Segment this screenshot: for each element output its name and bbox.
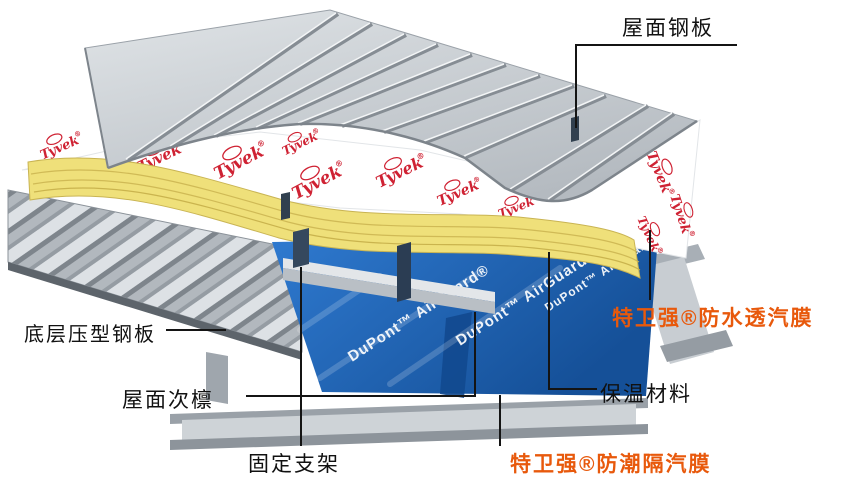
purlin-front-face [283,268,495,314]
beam-bottom-flange [660,330,733,362]
registered-mark: ® [333,157,345,170]
dupont-oval-icon [300,165,320,181]
steel-beam-bottom [170,398,648,450]
insulation-fiber-line [33,187,641,271]
dupont-oval-icon [384,157,402,171]
tyvek-membrane: Tyvek® Tyvek® Tyvek® Tyvek® Tyvek® Tyvek… [21,119,701,259]
registered-mark: ® [655,245,666,255]
bottom-profiled-deck [7,189,303,404]
insulation-fiber-line [30,169,638,253]
insulation-band [27,157,641,279]
label-bottom-deck: 底层压型钢板 [24,324,156,346]
roof-purlin [283,258,495,314]
leader-roof-sheet [575,44,737,128]
panel-left-edge [84,47,109,169]
dupont-oval-icon [287,131,302,143]
membrane-fold [440,312,472,398]
label-bracket: 固定支架 [248,453,340,476]
beam-bottom-flange [170,424,648,450]
panel-seam-highlights [125,12,673,200]
registered-mark: ® [471,174,481,185]
fixing-bracket [293,228,309,268]
dupont-oval-icon [46,133,63,146]
dupont-oval-icon [444,179,461,192]
deck-edge-shadow [8,262,302,360]
label-insulation: 保温材料 [600,383,692,406]
dupont-oval-icon [222,145,242,161]
registered-mark: ® [687,229,698,238]
registered-mark: ® [255,137,267,150]
label-purlin: 屋面次檩 [122,389,214,412]
deck-support-post [206,352,228,404]
dupont-oval-icon [661,158,673,175]
label-roof-sheet: 屋面钢板 [622,17,714,40]
leader-insulation [548,252,597,390]
roof-steel-panels [84,9,699,203]
dupont-oval-icon [649,221,661,237]
registered-mark: ® [667,186,678,196]
leader-purlin [246,312,476,397]
insulation-fiber-line [32,179,640,263]
fixing-bracket [397,242,411,302]
dupont-oval-icon [504,195,519,206]
label-vapor-barrier: 特卫强®防潮隔汽膜 [510,453,712,476]
leader-lines [166,44,737,446]
registered-mark: ® [73,128,83,139]
fixing-brackets [293,228,411,302]
insulation-layer [27,157,641,279]
beam-web [182,404,636,446]
purlin-top-face [283,258,495,302]
panel-front-edge [107,119,698,203]
fastener-clip [281,192,290,220]
panel-seam-ribs [126,12,676,202]
beam-web [640,257,714,364]
label-waterproof-membrane: 特卫强®防水透汽膜 [612,307,814,330]
registered-mark: ® [310,125,320,136]
dupont-oval-icon [683,202,694,218]
registered-mark: ® [415,150,427,162]
